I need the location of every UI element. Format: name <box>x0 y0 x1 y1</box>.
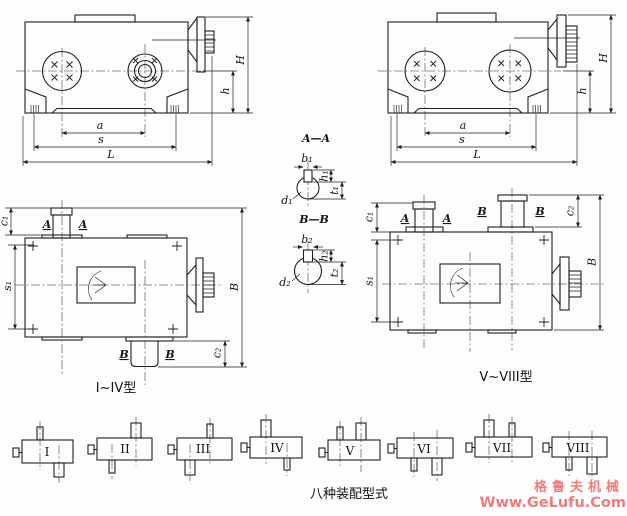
housing-body <box>24 237 188 338</box>
front-view-type1-4: a s L h H <box>16 14 253 166</box>
dim-label-h: h <box>576 87 589 94</box>
dim-label-h1: h₁ <box>318 170 331 182</box>
section-mark-b-right: B <box>164 348 174 361</box>
section-title-bb: B—B <box>298 213 329 226</box>
dim-label-L: L <box>472 148 480 161</box>
dim-label-h: h <box>219 87 232 94</box>
dim-label-H: H <box>234 55 247 66</box>
watermark: 格鲁夫机械 Www.GeLufu.Com <box>479 479 626 511</box>
dim-label-s: s <box>98 133 104 146</box>
config-label: VI <box>416 442 431 456</box>
dim-label-c1: c₁ <box>0 216 11 227</box>
dim-label-s1: s₁ <box>1 281 14 291</box>
config-label: VIII <box>566 441 590 455</box>
config-label: III <box>196 442 210 456</box>
housing-body <box>389 231 553 331</box>
section-mark-a-left: A <box>400 212 410 225</box>
config-label: I <box>45 445 50 459</box>
keyway-a <box>303 169 313 183</box>
dim-label-s1: s₁ <box>363 276 376 286</box>
config-1: I <box>12 421 74 483</box>
config-label: VII <box>492 441 511 455</box>
top-view-type5-8: A A B B c₁ s₁ c₂ B V~VIII型 <box>363 188 604 385</box>
caption-type1-4: I~IV型 <box>96 381 136 396</box>
caption-type5-8: V~VIII型 <box>479 370 532 385</box>
section-mark-b-left: B <box>118 348 128 361</box>
top-cover <box>74 14 136 23</box>
handwheel <box>514 14 580 68</box>
dim-label-c2: c₂ <box>564 206 577 217</box>
watermark-url: Www.GeLufu.Com <box>479 495 626 511</box>
config-2: II <box>87 417 153 479</box>
dim-label-h2: h₂ <box>318 250 331 262</box>
config-8: VIII <box>542 431 608 480</box>
config-6: VI <box>387 430 454 481</box>
keyway-b <box>302 249 314 263</box>
top-view-type1-4: A A B B c₁ s₁ B c₂ I~IV型 <box>0 200 247 396</box>
dim-label-s: s <box>459 133 465 146</box>
assembly-configurations: I II III IV <box>12 414 608 502</box>
config-3: III <box>167 418 233 481</box>
front-view-type5-8: a s L h H <box>378 12 616 166</box>
config-label: II <box>120 442 130 456</box>
config-label: IV <box>270 441 284 455</box>
shaft-sections: A—A b₁ h₁ t₁ d₁ B—B b₂ h₂ t₂ d₂ <box>279 132 346 293</box>
dim-label-c2: c₂ <box>211 348 224 359</box>
top-cover <box>436 12 497 23</box>
dim-label-t2: t₂ <box>328 269 341 278</box>
dim-label-t1: t₁ <box>328 186 341 195</box>
output-shaft-b <box>487 194 534 233</box>
housing-body <box>24 21 189 114</box>
caption-assembly: 八种装配型式 <box>310 487 388 502</box>
dim-label-b2: b₂ <box>301 233 312 246</box>
section-title-aa: A—A <box>301 132 331 145</box>
section-mark-a-right: A <box>78 218 88 231</box>
output-shaft-b <box>125 336 174 368</box>
config-7: VII <box>465 414 533 463</box>
dim-label-d2: d₂ <box>279 276 290 289</box>
dim-label-c1: c₁ <box>363 212 376 223</box>
dim-label-a: a <box>97 119 104 132</box>
dim-label-B: B <box>228 283 241 292</box>
section-mark-a-right: A <box>442 212 452 225</box>
watermark-brand: 格鲁夫机械 <box>534 479 624 495</box>
section-mark-a-left: A <box>42 218 52 231</box>
dim-label-B: B <box>586 258 599 267</box>
dim-label-b1: b₁ <box>301 152 312 165</box>
config-label: V <box>345 444 355 458</box>
housing-body <box>387 21 549 114</box>
dim-label-a: a <box>460 119 467 132</box>
config-5: V <box>318 417 381 472</box>
input-shaft-a <box>405 201 444 233</box>
handwheel <box>551 256 582 311</box>
handwheel <box>152 16 216 73</box>
dim-label-H: H <box>597 53 610 64</box>
section-mark-b-right: B <box>534 205 544 218</box>
config-4: IV <box>240 414 303 476</box>
dim-label-L: L <box>106 148 114 161</box>
section-mark-b-left: B <box>476 205 486 218</box>
dim-label-d1: d₁ <box>281 194 292 207</box>
